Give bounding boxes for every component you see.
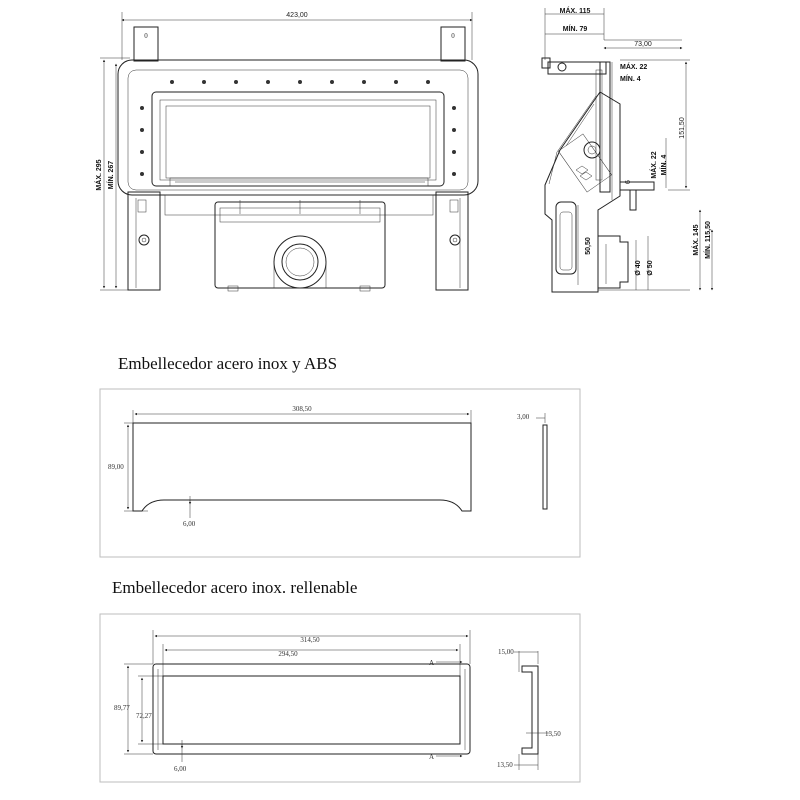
fillable-bottom-dim: 6,00 — [174, 765, 187, 773]
abs-width-dim: 308,50 — [292, 405, 312, 413]
svg-text:0: 0 — [144, 32, 148, 40]
side-50-50-dim: 50,50 — [585, 237, 592, 255]
section-fillable-frame — [99, 613, 581, 783]
fillable-inner-height-dim: 72,27 — [136, 712, 152, 720]
fillable-outer-height-dim: 89,77 — [114, 704, 130, 712]
abs-faceplate — [132, 422, 472, 512]
front-view: 423,00 MÁX. 295 MÍN. 267 0 0 — [94, 12, 479, 292]
side-max-145-dim: MÁX. 145 — [691, 224, 700, 255]
flange-screws — [140, 80, 456, 176]
fillable-13-50-side-dim: 13,50 — [545, 730, 561, 738]
side-min-4-mid-dim: MÍN. 4 — [659, 155, 668, 176]
side-min-115-50-dim: MÍN. 115,50 — [703, 221, 712, 259]
section-a-bottom-label: A — [429, 753, 434, 761]
side-d40-dim: Ø 40 — [635, 260, 642, 275]
front-min-height-dim: MÍN. 267 — [106, 161, 115, 190]
fillable-inner-width-dim: 294,50 — [278, 650, 298, 658]
fillable-15-dim: 15,00 — [498, 648, 514, 656]
side-view: MÁX. 115 MÍN. 79 73,00 MÁX. 22 MÍN. 4 15… — [541, 6, 714, 293]
fillable-faceplate — [152, 663, 471, 755]
side-max-115-dim: MÁX. 115 — [560, 6, 591, 15]
front-max-height-dim: MÁX. 295 — [94, 159, 103, 190]
abs-faceplate-profile — [542, 424, 548, 510]
abs-thickness-dim: 3,00 — [517, 413, 530, 421]
fillable-outer-width-dim: 314,50 — [300, 636, 320, 644]
section-a-top-label: A — [429, 659, 434, 667]
front-width-dim: 423,00 — [286, 12, 308, 19]
skimmer-section — [544, 91, 621, 293]
section-fillable-drawing: 314,50 294,50 89,77 72,27 A A 6,00 15,00 — [99, 613, 581, 783]
skimmer-basket — [555, 201, 577, 275]
section-fillable-title: Embellecedor acero inox. rellenable — [112, 578, 357, 597]
section-abs-drawing: 308,50 89,00 6,00 3,00 — [99, 388, 581, 558]
section-abs-frame — [99, 388, 581, 558]
side-73-dim: 73,00 — [634, 41, 652, 48]
fillable-profile — [521, 665, 539, 755]
side-max-22-top-dim: MÁX. 22 — [620, 62, 647, 71]
fillable-13-50-bottom-dim: 13,50 — [497, 761, 513, 769]
section-abs-title: Embellecedor acero inox y ABS — [118, 354, 337, 373]
svg-text:0: 0 — [451, 32, 455, 40]
side-d50-dim: Ø 50 — [647, 260, 654, 275]
side-151-50-dim: 151,50 — [679, 117, 686, 139]
side-min-79-dim: MÍN. 79 — [563, 24, 588, 33]
side-max-22-mid-dim: MÁX. 22 — [649, 151, 658, 178]
abs-height-dim: 89,00 — [108, 463, 124, 471]
side-min-4-top-dim: MÍN. 4 — [620, 74, 641, 83]
abs-bottom-dim: 6,00 — [183, 520, 196, 528]
